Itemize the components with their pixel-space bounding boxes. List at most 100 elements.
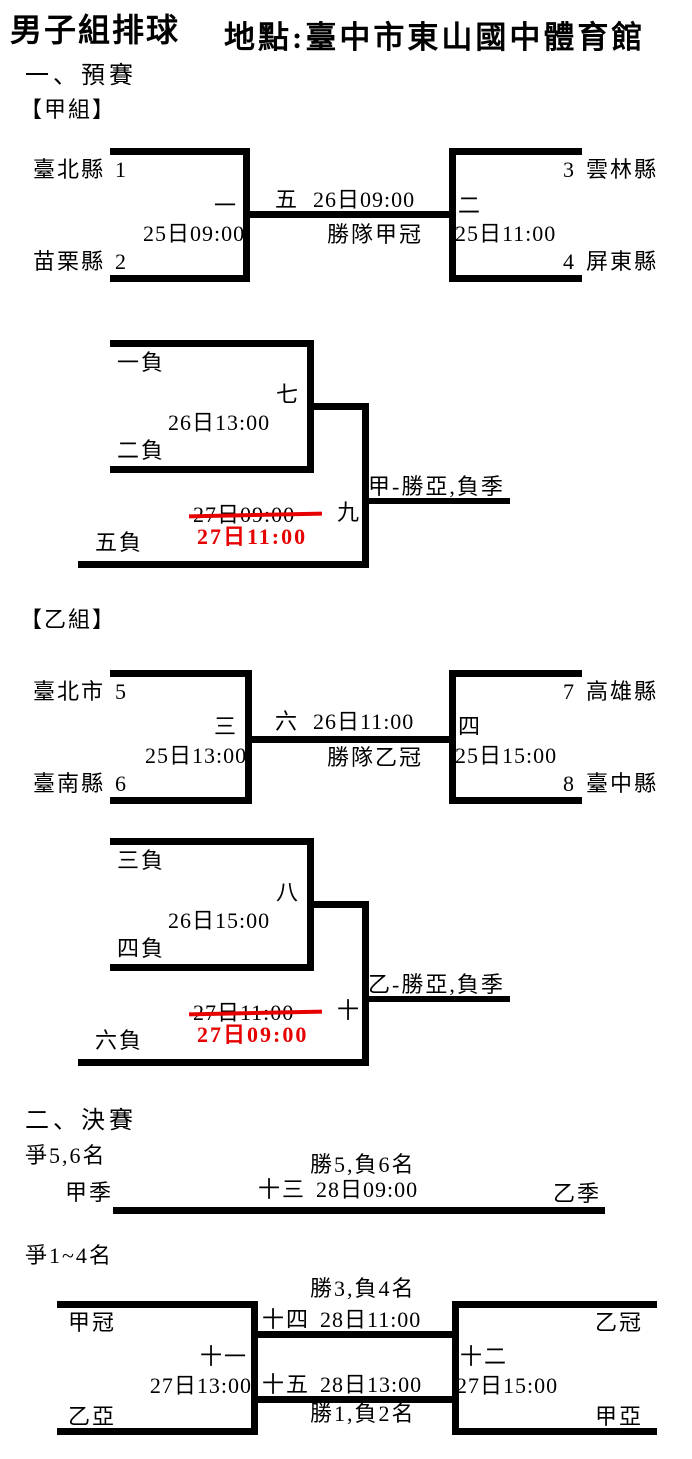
bracket-line xyxy=(78,1059,369,1066)
team-slot: 3 雲林縣 xyxy=(563,158,658,181)
match-number: 十 xyxy=(337,998,362,1023)
match-time: 26日13:00 xyxy=(168,410,271,435)
bracket-line xyxy=(110,340,314,347)
team-slot: 甲亞 xyxy=(595,1404,644,1429)
match-number: 三 xyxy=(213,714,238,739)
bracket-line xyxy=(245,670,252,804)
team-seed: 8 xyxy=(563,771,576,796)
bracket-line xyxy=(110,797,252,804)
team-slot: 苗栗縣 2 xyxy=(33,250,128,273)
bracket-connector-line xyxy=(258,1331,452,1338)
team-slot: 臺北市 5 xyxy=(33,680,128,703)
bracket-line xyxy=(459,1428,657,1435)
team-slot: 7 高雄縣 xyxy=(563,680,658,703)
bracket-line xyxy=(307,838,314,971)
match-label: 六 26日11:00 xyxy=(275,710,414,733)
bracket-line xyxy=(110,838,314,845)
match-time: 26日09:00 xyxy=(313,187,416,212)
match-time: 26日15:00 xyxy=(168,908,271,933)
match-line xyxy=(113,1207,605,1214)
match-number: 十五 xyxy=(262,1372,311,1397)
bracket-line xyxy=(449,148,456,282)
match-time: 28日13:00 xyxy=(320,1372,423,1397)
venue-label: 地點:臺中市東山國中體育館 xyxy=(224,20,646,55)
bracket-line xyxy=(307,340,314,473)
bracket-connector-line xyxy=(252,736,449,743)
team-name: 高雄縣 xyxy=(586,679,659,704)
match-time: 28日09:00 xyxy=(316,1177,419,1202)
match-time: 27日13:00 xyxy=(149,1373,252,1398)
team-slot: 甲季 xyxy=(65,1180,114,1205)
team-slot: 乙亞 xyxy=(68,1404,117,1429)
team-slot: 六負 xyxy=(95,1028,144,1053)
bracket-line xyxy=(110,466,314,473)
team-seed: 4 xyxy=(563,249,576,274)
match-number: 五 xyxy=(275,187,300,212)
match-time: 25日09:00 xyxy=(143,221,246,246)
match-number: 十四 xyxy=(262,1307,311,1332)
team-slot: 8 臺中縣 xyxy=(563,772,658,795)
winner-note: 勝隊甲冠 xyxy=(327,222,424,247)
bracket-line xyxy=(78,561,369,568)
match-number: 十二 xyxy=(460,1344,509,1369)
match-time: 26日11:00 xyxy=(313,709,415,734)
team-seed: 6 xyxy=(115,771,129,796)
match-label: 十三 28日09:00 xyxy=(258,1178,418,1201)
team-slot: 一負 xyxy=(117,350,166,375)
bracket-line xyxy=(110,275,250,282)
match-time: 27日15:00 xyxy=(456,1373,559,1398)
match-number: 二 xyxy=(458,193,483,218)
bracket-line xyxy=(459,1301,657,1308)
bracket-line xyxy=(452,1301,459,1435)
bracket-line xyxy=(449,670,456,804)
match-number: 四 xyxy=(458,714,483,739)
match-number: 九 xyxy=(337,500,362,525)
prelim-heading: 一、預賽 xyxy=(25,63,137,89)
match-time: 28日11:00 xyxy=(320,1307,422,1332)
match-number: 一 xyxy=(213,193,238,218)
match-time: 25日15:00 xyxy=(455,743,558,768)
bracket-line xyxy=(456,275,582,282)
bracket-line xyxy=(110,964,314,971)
bracket-line xyxy=(57,1301,258,1308)
winner-note: 勝隊乙冠 xyxy=(327,745,424,770)
result-note: 甲-勝亞,負季 xyxy=(368,474,505,499)
team-slot: 三負 xyxy=(117,848,166,873)
team-slot: 五負 xyxy=(95,530,144,555)
match-label: 十五 28日13:00 xyxy=(262,1373,422,1396)
bracket-line xyxy=(362,403,369,568)
bracket-line xyxy=(456,148,582,155)
bracket-line xyxy=(362,901,369,1066)
team-name: 臺中縣 xyxy=(586,771,659,796)
place14-heading: 爭1~4名 xyxy=(25,1243,113,1268)
rescheduled-time: 27日09:00 xyxy=(197,1022,309,1047)
match-time: 25日11:00 xyxy=(455,221,557,246)
gold-note: 勝1,負2名 xyxy=(310,1401,416,1426)
match-number: 十一 xyxy=(199,1344,248,1369)
team-name: 屏東縣 xyxy=(586,249,659,274)
team-slot: 臺南縣 6 xyxy=(33,772,128,795)
team-slot: 甲冠 xyxy=(68,1310,117,1335)
match-number: 七 xyxy=(275,382,300,407)
group-b-label: 【乙組】 xyxy=(20,607,117,632)
bracket-line xyxy=(110,148,250,155)
bracket-connector-line xyxy=(250,211,449,218)
team-seed: 7 xyxy=(563,679,576,704)
bracket-line xyxy=(456,670,582,677)
team-slot: 4 屏東縣 xyxy=(563,250,658,273)
match-number: 十三 xyxy=(258,1177,307,1202)
match-label: 五 26日09:00 xyxy=(275,188,415,211)
bracket-connector-line xyxy=(314,403,369,410)
bracket-line xyxy=(110,670,252,677)
match-label: 十四 28日11:00 xyxy=(262,1308,421,1331)
team-name: 臺北縣 xyxy=(33,157,106,182)
place56-note: 勝5,負6名 xyxy=(310,1152,416,1177)
bracket-connector-line xyxy=(314,901,369,908)
team-name: 臺南縣 xyxy=(33,771,106,796)
team-seed: 1 xyxy=(115,157,129,182)
team-seed: 2 xyxy=(115,249,129,274)
team-name: 雲林縣 xyxy=(586,157,659,182)
match-time: 25日13:00 xyxy=(145,743,248,768)
team-slot: 臺北縣 1 xyxy=(33,158,128,181)
